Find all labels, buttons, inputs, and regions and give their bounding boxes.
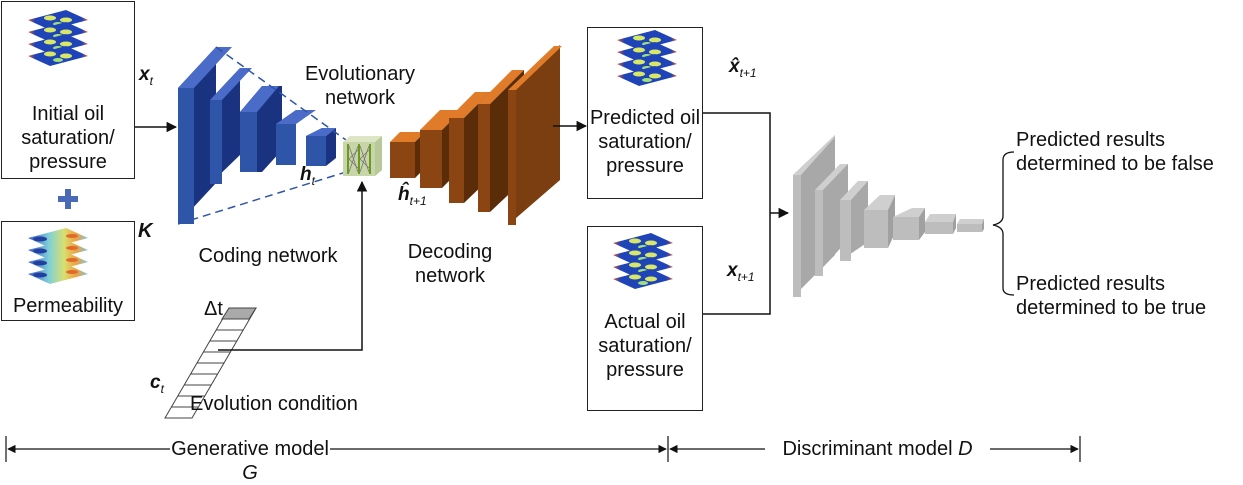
coding-network-label: Coding network (198, 245, 338, 267)
predicted-line-1: Predicted oil (589, 107, 701, 129)
symbol-x-hat-t1: x̂t+1 (729, 56, 757, 80)
symbol-x-hat-sub: t+1 (739, 65, 757, 80)
decoding-network-label: Decoding network (380, 240, 520, 288)
evolution-condition-vector (164, 307, 257, 419)
symbol-h-t-sub: t (311, 173, 315, 188)
result-brace (992, 151, 1015, 296)
symbol-x-t1-sub: t+1 (737, 269, 755, 284)
symbol-c-t: ct (150, 372, 164, 396)
discriminator-network-blocks (793, 135, 984, 297)
initial-state-box (1, 1, 135, 179)
result-true-line-2: determined to be true (1016, 297, 1207, 319)
result-false-label: Predicted results determined to be false (1016, 128, 1214, 176)
symbol-c-t-main: c (150, 372, 161, 393)
symbol-h-t: ht (300, 164, 315, 188)
predicted-state-label: Predicted oil saturation/ pressure (587, 106, 703, 178)
evolution-condition-label: Evolution condition (190, 393, 358, 415)
plus-icon (58, 189, 78, 209)
result-false-line-2: determined to be false (1016, 153, 1214, 175)
predicted-state-box (587, 27, 703, 199)
predicted-line-2: saturation/ (598, 131, 692, 153)
initial-state-line-3: pressure (29, 151, 107, 173)
evolutionary-line-1: Evolutionary (304, 63, 416, 85)
actual-state-box (587, 226, 703, 411)
initial-state-line-1: Initial oil (31, 103, 105, 125)
actual-state-label: Actual oil saturation/ pressure (587, 310, 703, 382)
predicted-connector (702, 112, 771, 213)
generative-model-label: Generative model G (170, 437, 330, 485)
condition-arrow (218, 180, 368, 351)
symbol-h-t-main: h (300, 164, 312, 185)
discriminant-model-text: Discriminant model (782, 438, 959, 460)
result-true-label: Predicted results determined to be true (1016, 272, 1206, 320)
permeability-box (1, 221, 135, 321)
symbol-h-hat-t1: ĥt+1 (398, 184, 427, 208)
permeability-label: Permeability (12, 295, 124, 317)
actual-line-3: pressure (606, 359, 684, 381)
symbol-h-hat-main: ĥ (398, 184, 410, 205)
predicted-line-3: pressure (606, 155, 684, 177)
diagram-canvas (5, 10, 1081, 462)
generative-model-symbol: G (242, 462, 258, 484)
coding-network-blocks (177, 46, 347, 225)
decoding-line-1: Decoding (407, 241, 493, 263)
symbol-x-t-sub: t (149, 73, 153, 88)
generative-model-text: Generative model (171, 438, 329, 460)
result-true-line-1: Predicted results (1016, 273, 1165, 295)
generative-range-arrow (5, 436, 667, 462)
delta-t-text: Δt (204, 298, 223, 320)
actual-line-2: saturation/ (598, 335, 692, 357)
evolutionary-line-2: network (324, 87, 396, 109)
discriminant-model-label: Discriminant model D (765, 437, 990, 461)
initial-state-label: Initial oil saturation/ pressure (1, 102, 135, 174)
symbol-x-t-main: x (139, 64, 150, 85)
discriminant-range-arrow (669, 436, 1081, 462)
decoding-network-blocks (390, 45, 562, 225)
actual-line-1: Actual oil (604, 311, 686, 333)
symbol-x-t: xt (139, 64, 153, 88)
result-false-line-1: Predicted results (1016, 129, 1165, 151)
symbol-x-t1-main: x (727, 260, 738, 281)
initial-state-line-2: saturation/ (21, 127, 115, 149)
symbol-x-t1: xt+1 (727, 260, 755, 284)
symbol-h-hat-sub: t+1 (409, 193, 427, 208)
actual-connector (702, 213, 771, 315)
symbol-c-t-sub: t (160, 381, 164, 396)
delta-t-label: Δt (204, 298, 223, 321)
evolutionary-network-block (343, 136, 382, 176)
evolutionary-network-label: Evolutionary network (300, 62, 420, 110)
symbol-x-hat-main: x̂ (729, 56, 740, 77)
symbol-k: K (138, 220, 153, 242)
decoding-line-2: network (414, 265, 486, 287)
discriminant-model-symbol: D (958, 438, 973, 460)
